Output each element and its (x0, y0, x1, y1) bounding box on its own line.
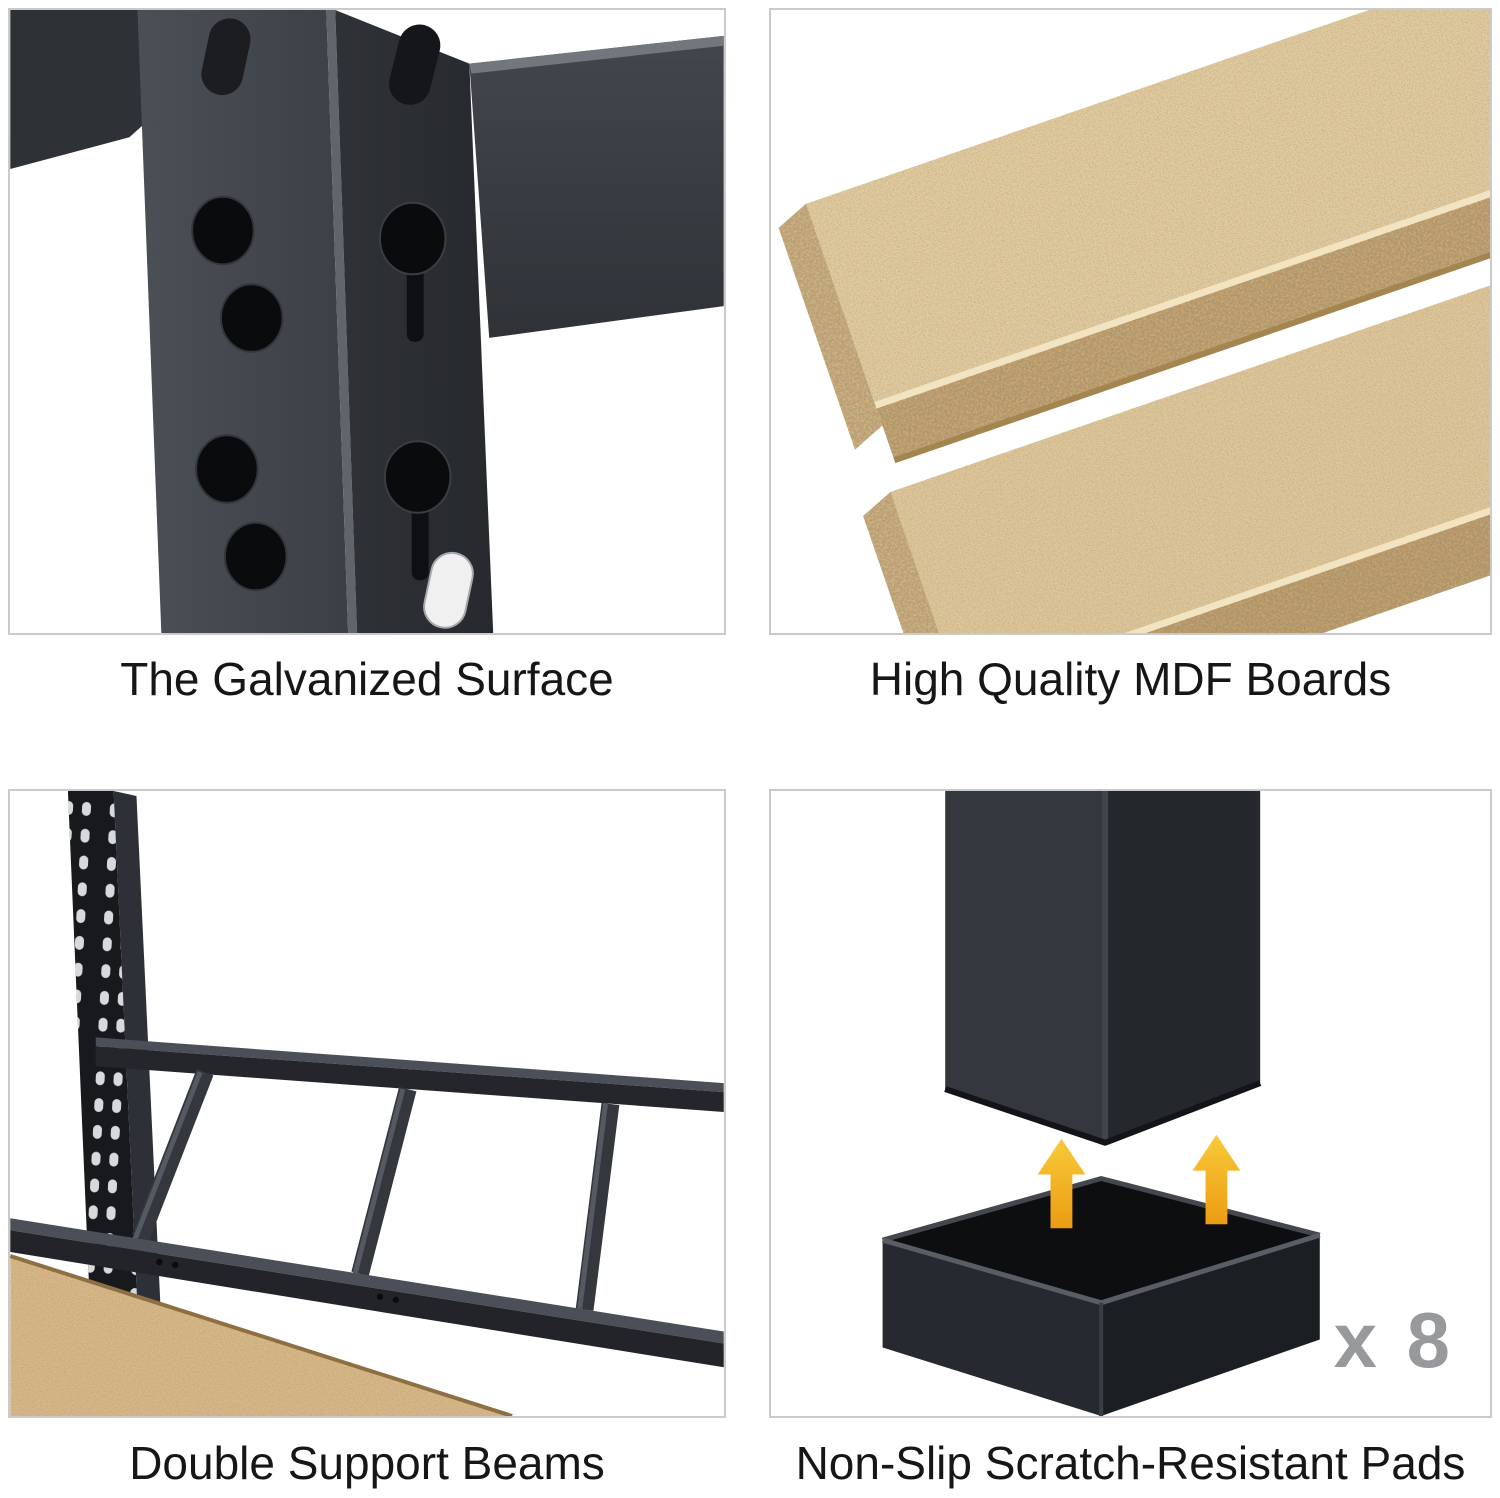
horizontal-side-beam (469, 35, 724, 338)
mdf-board-upper (778, 10, 1490, 464)
foot-pad (881, 1175, 1321, 1416)
caption-mdf-boards: High Quality MDF Boards (869, 653, 1392, 705)
non-slip-pads-image (771, 791, 1490, 1416)
back-long-beam (95, 1037, 724, 1112)
caption-galvanized-surface: The Galvanized Surface (120, 653, 614, 705)
caption-support-beams: Double Support Beams (129, 1437, 605, 1489)
steel-post-with-keyhole-slots-icon (10, 10, 724, 633)
feature-panel-mdf-boards (769, 8, 1492, 635)
feature-panel-support-beams (8, 789, 726, 1418)
feature-panel-non-slip-pads: x 8 (769, 789, 1492, 1418)
mdf-boards-image (771, 10, 1490, 633)
square-leg-post (944, 791, 1262, 1146)
galvanized-surface-image (10, 10, 724, 633)
leg-post-with-foot-pad-and-up-arrows-icon (881, 791, 1321, 1416)
shelf-frame-with-cross-beams-icon (10, 791, 724, 1416)
upright-post (137, 10, 494, 633)
support-beams-image (10, 791, 724, 1416)
mdf-shelf-board (10, 1254, 513, 1416)
pad-count-label: x 8 (1333, 1296, 1454, 1384)
two-stacked-mdf-boards-icon (778, 10, 1490, 633)
up-arrow-icons (1037, 1134, 1241, 1229)
feature-panel-galvanized-surface (8, 8, 726, 635)
mdf-board-lower (863, 129, 1490, 633)
cross-support-beams (132, 1068, 620, 1311)
caption-non-slip-pads: Non-Slip Scratch-Resistant Pads (795, 1437, 1466, 1489)
front-long-beam (10, 1218, 724, 1368)
